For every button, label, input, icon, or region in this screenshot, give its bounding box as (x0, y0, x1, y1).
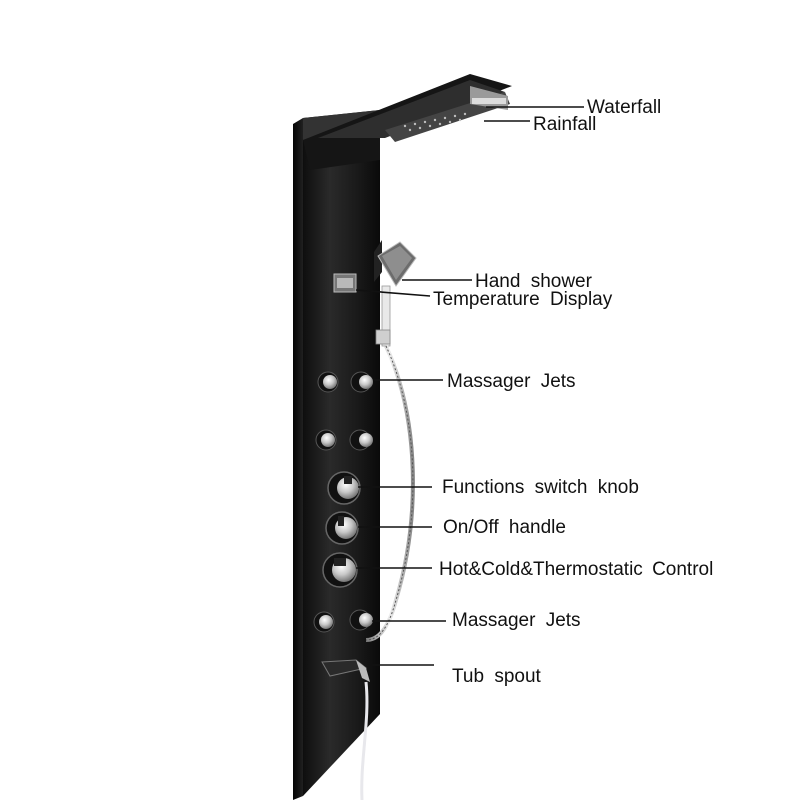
label-temperature-display: Temperature Display (433, 289, 613, 310)
shower-head-top (303, 74, 512, 170)
label-tub-spout: Tub spout (452, 666, 541, 687)
leader-lines (355, 106, 584, 666)
massager-jets-bottom-device (313, 609, 373, 633)
label-waterfall: Waterfall (587, 97, 662, 118)
hand-shower-device (374, 240, 417, 347)
label-rainfall: Rainfall (533, 114, 597, 135)
tub-spout-device (321, 659, 370, 801)
label-on-off-handle: On/Off handle (443, 517, 566, 538)
massager-jets-top-device (315, 371, 373, 451)
temperature-display-device (333, 273, 357, 293)
hot-cold-control-device (322, 552, 358, 588)
functions-switch-knob-device (327, 471, 361, 505)
label-hot-cold-control: Hot&Cold&Thermostatic Control (439, 559, 714, 580)
label-functions-switch-knob: Functions switch knob (442, 477, 639, 498)
label-massager-jets-top: Massager Jets (447, 371, 576, 392)
label-massager-jets-bottom: Massager Jets (452, 610, 581, 631)
label-hand-shower: Hand shower (475, 271, 592, 292)
on-off-handle-device (325, 511, 359, 545)
